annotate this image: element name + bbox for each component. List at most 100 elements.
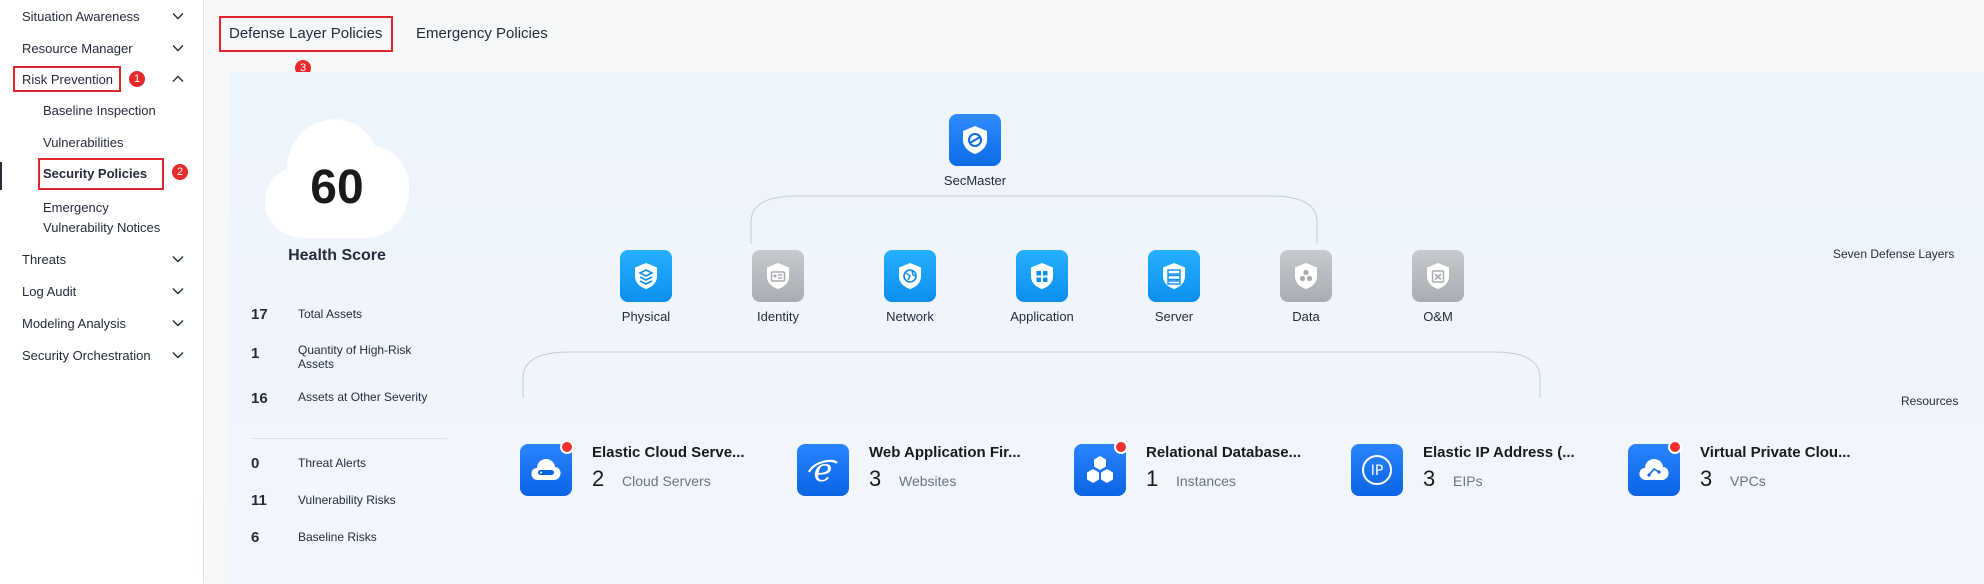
stat-vulnerability-risks-label: Vulnerability Risks (298, 493, 396, 507)
layer-label: Identity (757, 309, 799, 324)
stat-other-severity-label: Assets at Other Severity (298, 390, 428, 404)
health-score-label: Health Score (288, 247, 386, 264)
nav-label: Situation Awareness (22, 8, 140, 24)
database-icon (1280, 250, 1332, 302)
risk-prevention-highlight (13, 66, 121, 92)
resource-name[interactable]: Elastic IP Address (... (1423, 444, 1575, 461)
stat-threat-alerts-label: Threat Alerts (298, 456, 367, 470)
secmaster-label: SecMaster (943, 173, 1007, 188)
nav-modeling-analysis[interactable]: Modeling Analysis (22, 312, 186, 334)
nav-label: Log Audit (22, 283, 77, 299)
tree-connectors (522, 195, 1541, 398)
seven-defense-layers-label: Seven Defense Layers (1833, 247, 1955, 261)
nav-log-audit[interactable]: Log Audit (22, 280, 186, 302)
resource-name[interactable]: Web Application Fir... (869, 444, 1021, 461)
subnav-baseline-inspection[interactable]: Baseline Inspection (43, 103, 156, 118)
layer-server[interactable]: Server (1129, 250, 1219, 324)
stat-baseline-risks-value: 6 (251, 529, 260, 546)
tab-defense-layer-policies[interactable]: Defense Layer Policies (229, 25, 383, 42)
stat-threat-alerts-value: 0 (251, 455, 260, 472)
resource-unit: Instances (1176, 473, 1236, 489)
stat-other-severity-value: 16 (251, 390, 268, 407)
resource-ecs[interactable]: Elastic Cloud Serve... 2 Cloud Servers (520, 440, 780, 500)
nav-label: Modeling Analysis (22, 315, 127, 331)
step-marker-1: 1 (129, 71, 145, 87)
resource-unit: VPCs (1730, 473, 1766, 489)
layer-label: Physical (621, 309, 671, 324)
nav-risk-prevention[interactable]: Risk Prevention (22, 68, 186, 90)
resource-unit: EIPs (1453, 473, 1483, 489)
resource-count: 2 (592, 466, 605, 491)
health-cloud-shape (265, 119, 409, 238)
layer-label: O&M (1423, 309, 1453, 324)
defense-overview-panel: 60 Health Score 17 Total Assets 1 Quanti… (229, 72, 1984, 584)
stat-high-risk-value: 1 (251, 345, 260, 362)
resource-rds[interactable]: Relational Database... 1 Instances (1074, 440, 1334, 500)
subnav-emergency-vulnerability-notices[interactable]: Emergency Vulnerability Notices (43, 200, 161, 235)
chevron-down-icon (170, 283, 186, 299)
layer-network[interactable]: Network (865, 250, 955, 324)
resource-name[interactable]: Virtual Private Clou... (1700, 444, 1851, 461)
resource-unit: Websites (899, 473, 957, 489)
layer-application[interactable]: Application (997, 250, 1087, 324)
stat-total-assets-label: Total Assets (298, 307, 363, 321)
step-marker-2: 2 (172, 164, 188, 180)
svg-text:e: e (814, 454, 833, 486)
stat-total-assets-value: 17 (251, 306, 268, 323)
layer-data[interactable]: Data (1261, 250, 1351, 324)
chevron-down-icon (170, 347, 186, 363)
active-indicator (0, 162, 2, 190)
web-e-icon: e (797, 444, 849, 496)
stat-baseline-risks-label: Baseline Risks (298, 530, 377, 544)
sidebar: Situation Awareness Resource Manager Ris… (0, 0, 204, 584)
nav-resource-manager[interactable]: Resource Manager (22, 37, 186, 59)
nav-label: Security Orchestration (22, 347, 151, 363)
resource-count: 3 (1700, 466, 1713, 491)
stat-vulnerability-risks-value: 11 (251, 492, 267, 509)
tab-emergency-policies[interactable]: Emergency Policies (416, 25, 548, 42)
nav-situation-awareness[interactable]: Situation Awareness (22, 5, 186, 27)
chevron-down-icon (170, 251, 186, 267)
chevron-down-icon (170, 315, 186, 331)
alert-dot (1668, 440, 1682, 454)
layer-om[interactable]: O&M (1393, 250, 1483, 324)
nav-threats[interactable]: Threats (22, 248, 186, 270)
layer-label: Server (1154, 309, 1194, 324)
grid-icon (1016, 250, 1068, 302)
layer-label: Data (1292, 309, 1320, 324)
resource-waf[interactable]: e Web Application Fir... 3 Websites (797, 440, 1057, 500)
nav-label: Risk Prevention (22, 71, 114, 87)
subnav-vulnerabilities[interactable]: Vulnerabilities (43, 135, 124, 150)
layer-label: Network (886, 309, 934, 324)
secmaster-shield-icon (949, 114, 1001, 166)
layer-physical[interactable]: Physical (601, 250, 691, 324)
resource-unit: Cloud Servers (622, 473, 711, 489)
ip-icon: IP (1351, 444, 1403, 496)
stat-high-risk-label: Quantity of High-Risk Assets (298, 343, 412, 371)
resource-name[interactable]: Elastic Cloud Serve... (592, 444, 745, 461)
svg-text:IP: IP (1371, 463, 1384, 479)
nav-label: Threats (22, 251, 67, 267)
nav-label: Resource Manager (22, 40, 133, 56)
main-area: Defense Layer Policies 3 Emergency Polic… (205, 0, 1984, 584)
tabs-bar: Defense Layer Policies 3 Emergency Polic… (205, 0, 1984, 76)
layers-icon (620, 250, 672, 302)
defense-tab-highlight (219, 16, 393, 52)
alert-dot (560, 440, 574, 454)
resource-eip[interactable]: IP Elastic IP Address (... 3 EIPs (1351, 440, 1611, 500)
resource-name[interactable]: Relational Database... (1146, 444, 1302, 461)
resource-vpc[interactable]: Virtual Private Clou... 3 VPCs (1628, 440, 1888, 500)
layer-identity[interactable]: Identity (733, 250, 823, 324)
subnav-security-policies[interactable]: Security Policies (43, 166, 148, 181)
layer-label: Application (1010, 309, 1074, 324)
alert-dot (1114, 440, 1128, 454)
resource-count: 1 (1146, 466, 1159, 491)
nav-security-orchestration[interactable]: Security Orchestration (22, 344, 186, 366)
resource-count: 3 (1423, 466, 1436, 491)
secmaster-node[interactable]: SecMaster (930, 114, 1020, 188)
chevron-down-icon (170, 8, 186, 24)
wrench-icon (1412, 250, 1464, 302)
resource-count: 3 (869, 466, 882, 491)
globe-icon (884, 250, 936, 302)
health-score-value: 60 (310, 161, 364, 214)
